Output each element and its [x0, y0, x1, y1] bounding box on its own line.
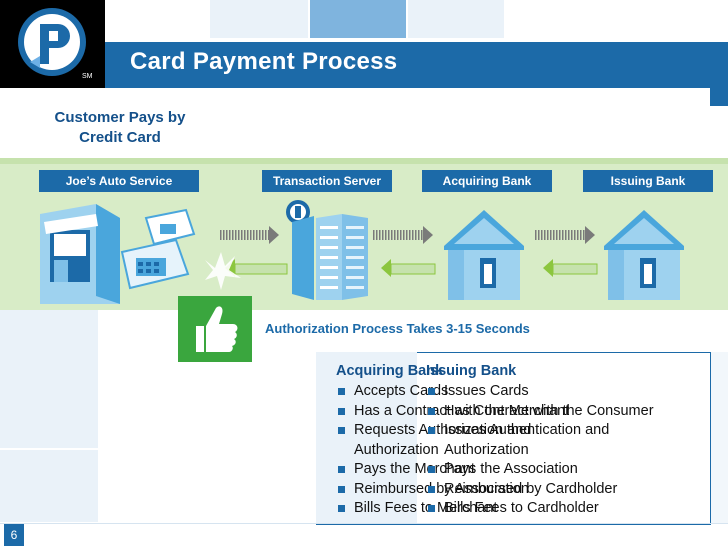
header-decor-square: [310, 0, 406, 38]
list-item: Bills Fees to Cardholder: [426, 499, 716, 519]
list-item: Has Contract with the Consumer: [426, 402, 716, 422]
list-item: Requests Authorization and: [336, 421, 616, 441]
entity-label-acquiring-bank: Acquiring Bank: [422, 170, 552, 192]
title-bar: [105, 42, 728, 88]
logo-mark: SM: [82, 73, 93, 80]
page-number: 6: [4, 524, 24, 546]
footer-divider: [0, 523, 728, 524]
decor-square: [0, 310, 98, 448]
list-item: Accepts Cards: [336, 382, 616, 402]
entity-label-merchant: Joe’s Auto Service: [39, 170, 199, 192]
process-band-top: [0, 158, 728, 164]
issuing-bank-heading: Issuing Bank: [426, 363, 517, 379]
list-item: Bills Fees to Merchant: [336, 499, 616, 519]
list-item: Pays the Merchant: [336, 460, 616, 480]
list-item: Has a Contract with the Merchant: [336, 402, 616, 422]
bank-roles-box-strip: [316, 352, 417, 523]
thumbs-up-icon: [178, 296, 252, 362]
storefront-icon: [40, 204, 120, 304]
server-icon: [286, 200, 368, 300]
list-item: Reimbursed by Association: [336, 480, 616, 500]
authorization-note: Authorization Process Takes 3-15 Seconds: [265, 321, 530, 336]
list-item: Issues Authentication and: [426, 421, 716, 441]
list-item: Reimbursed by Cardholder: [426, 480, 716, 500]
issuing-bank-column: Issuing Bank Issues Cards Has Contract w…: [426, 362, 716, 519]
list-item-continuation: Authorization: [444, 441, 529, 458]
header-decor-square: [408, 0, 504, 38]
header-decor-square: [506, 0, 602, 38]
bank-building-icon: [444, 210, 524, 300]
bank-building-icon: [604, 210, 684, 300]
list-item: Issues Cards: [426, 382, 716, 402]
payment-terminal-icon: [120, 238, 190, 290]
acquiring-bank-heading: Acquiring Bank: [336, 363, 444, 379]
credit-card-icon: [144, 208, 196, 246]
logo: SM: [0, 0, 105, 88]
diagram-caption: Customer Pays by Credit Card: [54, 109, 186, 146]
header-decor-square: [710, 66, 728, 106]
list-item-continuation: Authorization: [354, 441, 439, 458]
page-title: Card Payment Process: [130, 48, 398, 75]
header-decor-square: [210, 0, 308, 38]
decor-square: [0, 450, 98, 522]
logo-icon: SM: [18, 8, 93, 80]
acquiring-bank-column: Acquiring Bank Accepts Cards Has a Contr…: [336, 362, 616, 519]
entity-label-transaction-server: Transaction Server: [262, 170, 392, 192]
flow-arrow-icon: [205, 226, 598, 290]
entity-label-issuing-bank: Issuing Bank: [583, 170, 713, 192]
list-item: Pays the Association: [426, 460, 716, 480]
